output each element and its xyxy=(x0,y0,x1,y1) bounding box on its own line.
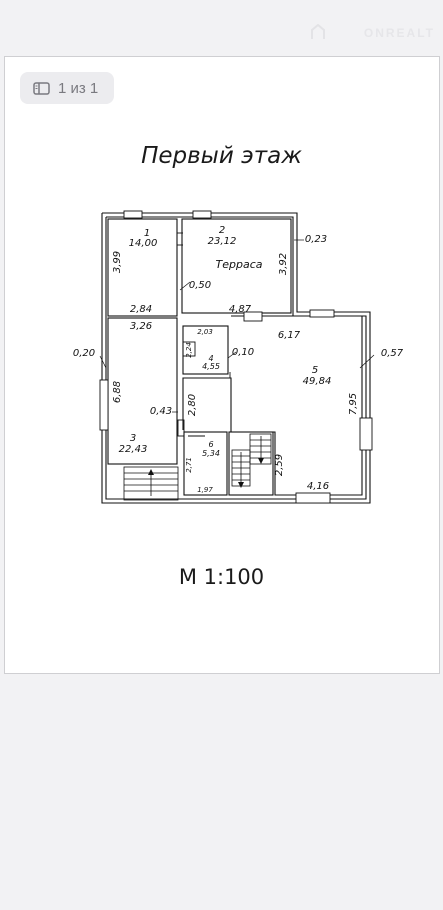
window xyxy=(295,492,331,504)
room-1-area: 14,00 xyxy=(129,238,158,249)
dim-label: 0,10 xyxy=(232,347,254,358)
document-page xyxy=(4,56,440,674)
room-2-area: 23,12 xyxy=(208,236,237,247)
dim-label: 6,17 xyxy=(278,330,301,341)
room-3-area: 22,43 xyxy=(119,444,148,455)
dim-label: 0,50 xyxy=(189,280,211,291)
room-5-area: 49,84 xyxy=(303,376,332,387)
room-6-number: 6 xyxy=(208,440,213,449)
page-indicator-label: 1 из 1 xyxy=(58,79,99,97)
room-5-number: 5 xyxy=(312,365,318,376)
dim-label: 6,88 xyxy=(112,381,123,403)
dim-label: 3,26 xyxy=(130,321,152,332)
room-6-walls xyxy=(183,431,228,496)
window xyxy=(99,379,109,431)
room-2-number: 2 xyxy=(219,225,225,236)
dim-label: 2,71 xyxy=(185,457,193,473)
dim-label: 2,24 xyxy=(185,342,193,358)
dim-label: 2,03 xyxy=(197,328,213,336)
dim-label: 2,84 xyxy=(130,304,152,315)
dim-label: 4,16 xyxy=(307,481,329,492)
room-1-number: 1 xyxy=(144,228,150,239)
dim-label: 3,92 xyxy=(278,253,289,275)
watermark-logo-icon xyxy=(311,24,325,39)
entrance-steps xyxy=(123,466,179,501)
window xyxy=(359,417,373,451)
watermark: ONREALT xyxy=(363,26,435,40)
dim-label: 2,80 xyxy=(187,394,198,416)
dim-label: 0,20 xyxy=(73,348,95,359)
window xyxy=(309,309,335,318)
dim-label: 3,99 xyxy=(112,251,123,273)
dim-label: 1,97 xyxy=(197,486,213,494)
room-2-name: Терраса xyxy=(216,258,263,271)
room-6-area: 5,34 xyxy=(202,449,220,458)
dim-label: 0,23 xyxy=(305,234,327,245)
window xyxy=(243,311,263,322)
staircase xyxy=(228,431,274,496)
plan-scale: М 1:100 xyxy=(178,565,265,589)
plan-outer-wall xyxy=(101,212,371,504)
window xyxy=(192,210,212,219)
dim-label: 4,87 xyxy=(229,304,252,315)
dim-label: 7,95 xyxy=(348,393,359,415)
room-4-number: 4 xyxy=(208,354,213,363)
window xyxy=(123,210,143,219)
room-4-area: 4,55 xyxy=(202,362,220,371)
room-3-number: 3 xyxy=(130,433,136,444)
dim-label: 2,59 xyxy=(274,454,285,476)
room-5-walls xyxy=(182,315,363,496)
door xyxy=(177,419,185,437)
dim-label: 0,43 xyxy=(150,406,172,417)
page-indicator[interactable]: 1 из 1 xyxy=(20,72,114,104)
pages-icon xyxy=(33,81,50,95)
plan-title: Первый этаж xyxy=(141,143,302,169)
dim-label: 0,57 xyxy=(381,348,404,359)
viewer-topbar xyxy=(0,0,443,55)
door xyxy=(182,341,196,357)
room-1-walls xyxy=(107,218,178,317)
